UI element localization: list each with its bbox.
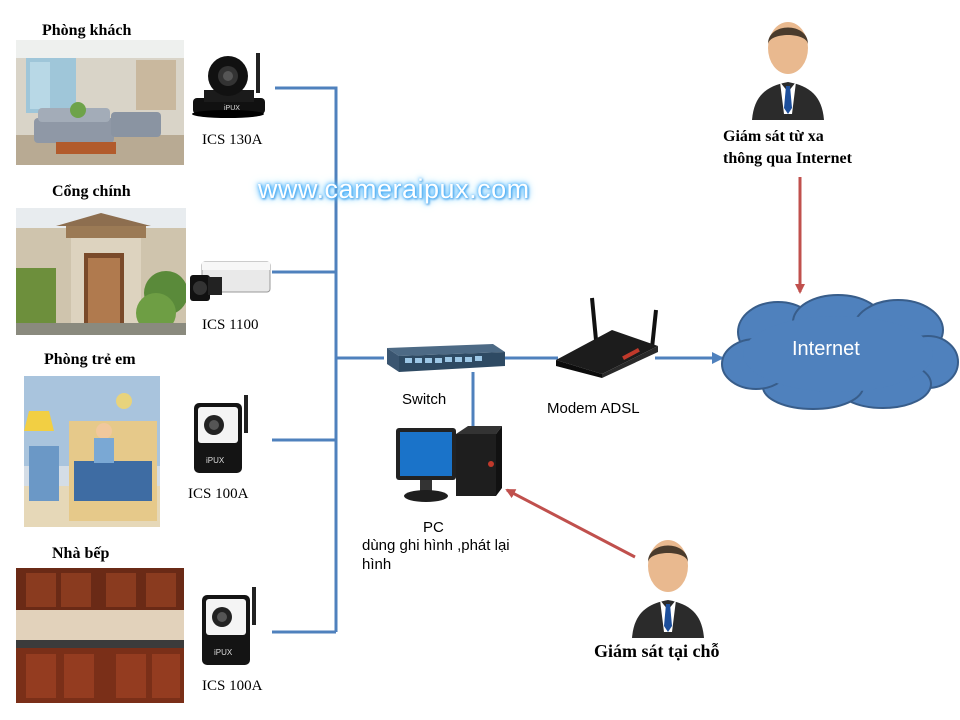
room-title-gate: Cổng chính [52, 183, 131, 200]
room-title-kids: Phòng trẻ em [44, 351, 136, 368]
remote-label-line1: Giám sát từ xa [723, 128, 824, 145]
camera-label-4: ICS 100A [202, 678, 263, 694]
ptz-camera-icon: iPUX [188, 48, 268, 120]
cube-camera-icon-1: iPUX [190, 393, 256, 475]
switch-label: Switch [402, 391, 447, 408]
room-title-kitchen: Nhà bếp [52, 545, 110, 562]
adsl-modem-icon [552, 296, 662, 378]
camera-label-3: ICS 100A [188, 486, 249, 502]
internet-label: Internet [792, 338, 860, 360]
svg-text:iPUX: iPUX [214, 648, 233, 657]
remote-user-icon [748, 16, 828, 120]
cube-camera-icon-2: iPUX [198, 585, 264, 667]
camera-label-1: ICS 130A [202, 132, 263, 148]
remote-label-line2: thông qua Internet [723, 150, 852, 167]
pc-label-line1: PC [423, 519, 444, 536]
modem-label: Modem ADSL [547, 400, 640, 417]
local-user-icon [628, 534, 708, 638]
camera-label-2: ICS 1100 [202, 317, 259, 333]
camera-brand-text: iPUX [224, 105, 240, 112]
pc-label-line3: hình [362, 556, 392, 573]
local-label: Giám sát tại chỗ [594, 641, 720, 661]
kids-room-photo [24, 376, 160, 527]
network-switch-icon [383, 340, 507, 376]
bus-line [275, 86, 338, 632]
room-title-living: Phòng khách [42, 22, 132, 39]
living-room-photo [16, 40, 184, 165]
svg-text:iPUX: iPUX [206, 456, 225, 465]
kitchen-photo [16, 568, 184, 703]
main-gate-photo [16, 208, 186, 335]
pc-label-line2: dùng ghi hình ,phát lại [362, 537, 510, 554]
box-camera-icon [188, 257, 274, 307]
pc-icon [394, 424, 502, 506]
website-watermark: www.cameraipux.com [258, 174, 530, 204]
internet-cloud [718, 292, 960, 412]
local-to-pc-arrow [505, 488, 636, 559]
